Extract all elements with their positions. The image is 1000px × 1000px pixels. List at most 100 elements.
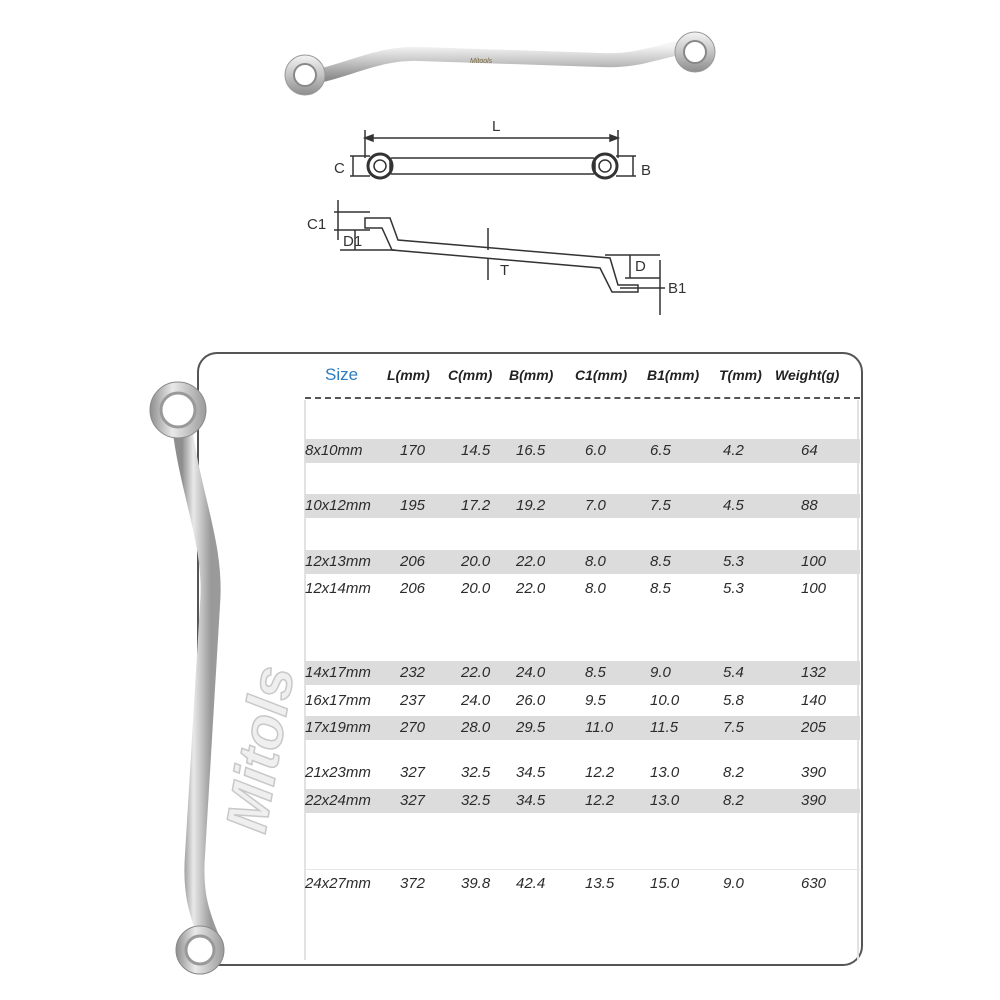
table-row: 14x17mm 232 22.0 24.0 8.5 9.0 5.4 132 [305, 661, 860, 685]
dimension-diagram [334, 130, 665, 315]
cell-weight: 630 [801, 875, 827, 892]
cell-t: 4.2 [723, 442, 744, 459]
table-row: 21x23mm 327 32.5 34.5 12.2 13.0 8.2 390 [305, 761, 860, 785]
cell-c1: 7.0 [585, 497, 606, 514]
dim-label-t: T [500, 262, 510, 279]
cell-b: 22.0 [516, 553, 546, 570]
header-c: C(mm) [448, 367, 493, 383]
cell-c1: 8.0 [585, 580, 606, 597]
cell-l: 372 [400, 875, 426, 892]
cell-weight: 390 [801, 764, 827, 781]
cell-c: 17.2 [461, 497, 491, 514]
table-row: 8x10mm 170 14.5 16.5 6.0 6.5 4.2 64 [305, 439, 860, 463]
header-weight: Weight(g) [775, 367, 840, 383]
cell-l: 206 [400, 553, 426, 570]
cell-t: 4.5 [723, 497, 744, 514]
cell-weight: 140 [801, 692, 827, 709]
cell-b1: 8.5 [650, 580, 671, 597]
table-row: 17x19mm 270 28.0 29.5 11.0 11.5 7.5 205 [305, 716, 860, 740]
cell-c: 14.5 [461, 442, 491, 459]
cell-size: 14x17mm [305, 664, 371, 681]
cell-weight: 88 [801, 497, 818, 514]
table-row: 22x24mm 327 32.5 34.5 12.2 13.0 8.2 390 [305, 789, 860, 813]
cell-c1: 11.0 [585, 719, 614, 736]
cell-size: 24x27mm [305, 875, 371, 892]
cell-size: 22x24mm [305, 792, 371, 809]
cell-weight: 132 [801, 664, 827, 681]
cell-b1: 8.5 [650, 553, 671, 570]
cell-l: 270 [400, 719, 426, 736]
cell-size: 17x19mm [305, 719, 371, 736]
cell-b: 34.5 [516, 764, 546, 781]
cell-c: 20.0 [461, 580, 491, 597]
cell-l: 327 [400, 792, 426, 809]
cell-b: 42.4 [516, 875, 546, 892]
cell-c1: 13.5 [585, 875, 615, 892]
cell-c: 28.0 [461, 719, 491, 736]
cell-t: 8.2 [723, 764, 744, 781]
cell-b: 19.2 [516, 497, 546, 514]
header-b1: B1(mm) [647, 367, 700, 383]
cell-b1: 13.0 [650, 792, 680, 809]
cell-t: 5.3 [723, 580, 744, 597]
cell-weight: 205 [801, 719, 827, 736]
header-c1: C1(mm) [575, 367, 628, 383]
cell-b: 26.0 [516, 692, 546, 709]
cell-c1: 9.5 [585, 692, 606, 709]
header-dashed-divider [305, 397, 860, 399]
cell-c1: 8.0 [585, 553, 606, 570]
cell-l: 206 [400, 580, 426, 597]
cell-t: 5.8 [723, 692, 744, 709]
cell-size: 21x23mm [305, 764, 371, 781]
dim-label-c1: C1 [307, 216, 327, 233]
cell-b1: 15.0 [650, 875, 680, 892]
table-row: 24x27mm 372 39.8 42.4 13.5 15.0 9.0 630 [305, 872, 860, 896]
table-row: 12x14mm 206 20.0 22.0 8.0 8.5 5.3 100 [305, 577, 860, 601]
cell-c: 39.8 [461, 875, 491, 892]
wrench-photo-top: Mitools [284, 31, 716, 96]
cell-l: 327 [400, 764, 426, 781]
cell-c: 20.0 [461, 553, 491, 570]
cell-size: 8x10mm [305, 442, 363, 459]
cell-b1: 13.0 [650, 764, 680, 781]
brand-watermark: Mitols [213, 660, 308, 838]
dim-label-d1: D1 [343, 233, 363, 250]
cell-c: 32.5 [461, 764, 491, 781]
cell-weight: 64 [801, 442, 818, 459]
cell-size: 16x17mm [305, 692, 371, 709]
cell-size: 10x12mm [305, 497, 371, 514]
dim-label-d: D [635, 258, 646, 275]
dim-label-c: C [334, 160, 345, 177]
cell-b1: 6.5 [650, 442, 671, 459]
cell-b: 34.5 [516, 792, 546, 809]
cell-c: 24.0 [461, 692, 491, 709]
cell-c1: 12.2 [585, 792, 615, 809]
cell-b: 22.0 [516, 580, 546, 597]
cell-c: 32.5 [461, 792, 491, 809]
dim-label-l: L [492, 118, 501, 135]
cell-c: 22.0 [461, 664, 491, 681]
cell-b1: 9.0 [650, 664, 671, 681]
cell-l: 232 [400, 664, 426, 681]
cell-weight: 390 [801, 792, 827, 809]
cell-c1: 12.2 [585, 764, 615, 781]
cell-b1: 11.5 [650, 719, 679, 736]
cell-b1: 10.0 [650, 692, 680, 709]
cell-b: 24.0 [516, 664, 546, 681]
header-l: L(mm) [387, 367, 430, 383]
cell-size: 12x13mm [305, 553, 371, 570]
cell-size: 12x14mm [305, 580, 371, 597]
table-row: 12x13mm 206 20.0 22.0 8.0 8.5 5.3 100 [305, 550, 860, 574]
cell-t: 8.2 [723, 792, 744, 809]
wrench-photo-side [149, 381, 225, 975]
cell-b: 16.5 [516, 442, 546, 459]
dim-label-b: B [641, 162, 652, 179]
header-t: T(mm) [719, 367, 762, 383]
cell-t: 7.5 [723, 719, 744, 736]
svg-text:Mitools: Mitools [470, 58, 493, 65]
cell-c1: 6.0 [585, 442, 606, 459]
cell-t: 5.4 [723, 664, 744, 681]
cell-l: 237 [400, 692, 426, 709]
cell-weight: 100 [801, 580, 827, 597]
cell-weight: 100 [801, 553, 827, 570]
